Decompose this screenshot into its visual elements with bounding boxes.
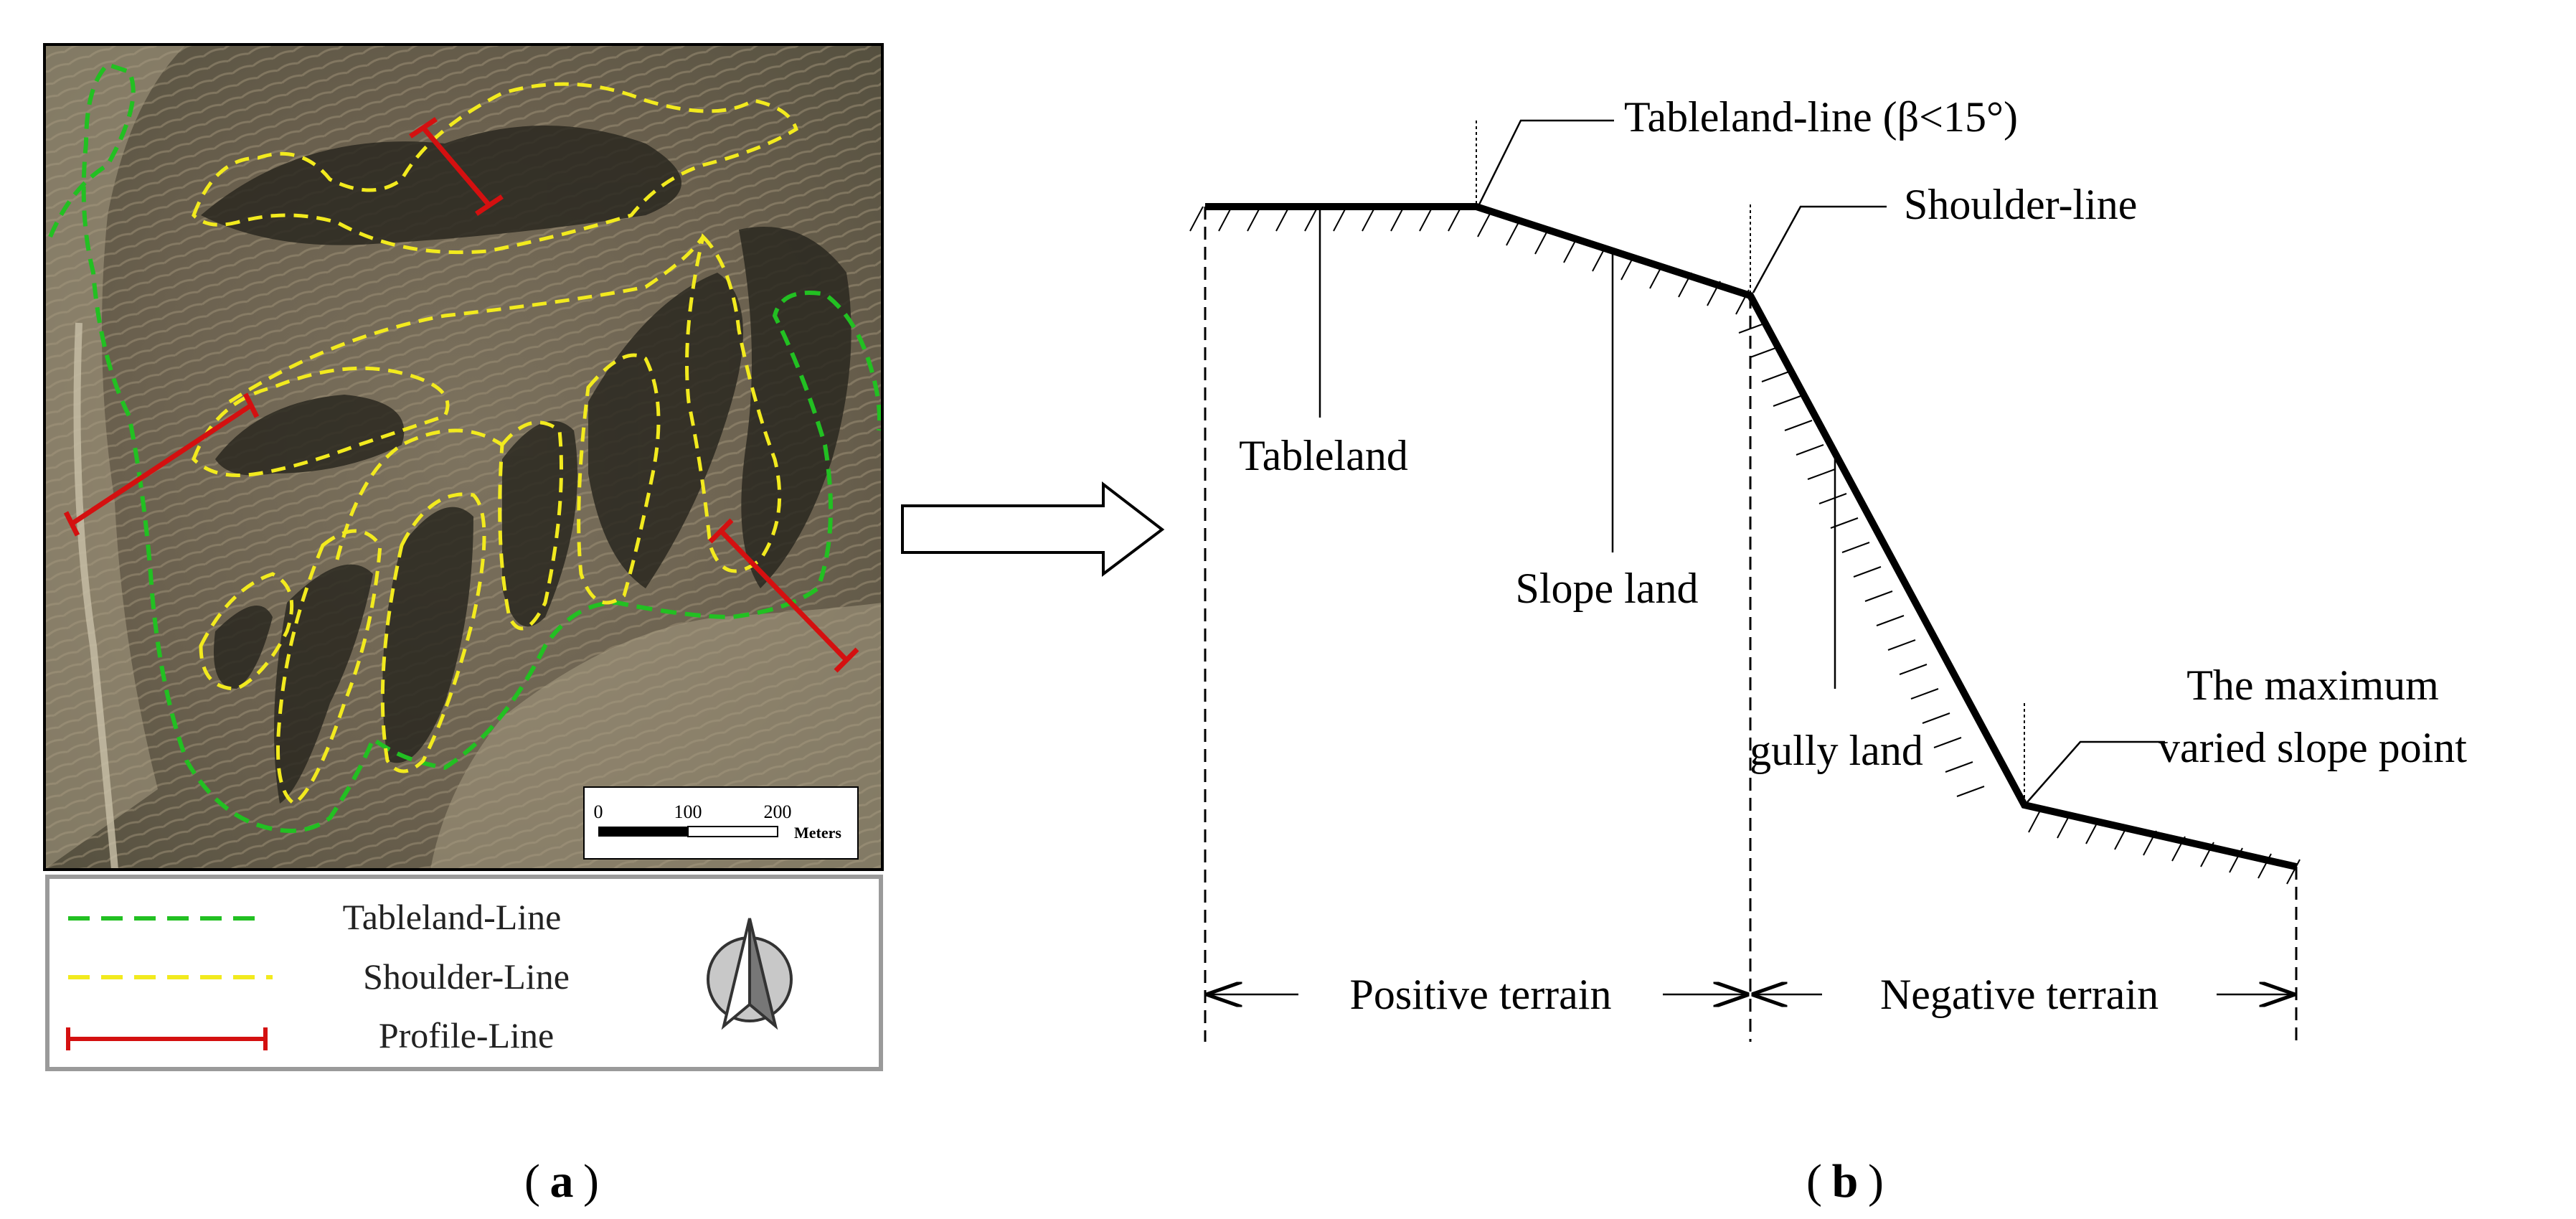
north-arrow-icon: [707, 918, 793, 1030]
label-tableland: Tableland: [1239, 432, 1408, 479]
caption-a: ( a ): [524, 1155, 599, 1208]
legend-label-shoulder: Shoulder-Line: [363, 956, 570, 997]
legend-swatch-profile: [66, 1027, 268, 1050]
svg-text:): ): [583, 1155, 599, 1208]
label-negative-terrain: Negative terrain: [1880, 971, 2159, 1018]
ground-hatching: [1189, 206, 2301, 885]
label-max-slope-line1: The maximum: [2186, 662, 2439, 709]
label-slope-land: Slope land: [1516, 565, 1699, 612]
caption-a-letter: a: [550, 1155, 574, 1208]
legend-label-tableland: Tableland-Line: [343, 897, 562, 937]
legend-label-profile: Profile-Line: [379, 1015, 554, 1055]
scale-tick-200: 200: [764, 801, 792, 822]
map-legend: Tableland-Line Shoulder-Line Profile-Lin…: [45, 875, 883, 1071]
caption-b-letter: b: [1832, 1155, 1859, 1208]
tableland-line-leader: [1478, 119, 1614, 205]
scale-tick-100: 100: [674, 801, 702, 822]
scale-tick-0: 0: [594, 801, 603, 822]
label-tableland-line: Tableland-line (β<15°): [1624, 93, 2018, 141]
label-shoulder-line: Shoulder-line: [1904, 181, 2137, 228]
map-frame: [43, 43, 884, 871]
caption-b: ( b ): [1806, 1155, 1884, 1208]
panel-b: Tableland-line (β<15°) Shoulder-line Tab…: [1189, 93, 2467, 1208]
label-positive-terrain: Positive terrain: [1350, 971, 1612, 1018]
svg-text:): ): [1868, 1155, 1884, 1208]
label-max-slope-line2: varied slope point: [2159, 724, 2467, 771]
shoulder-line-leader: [1752, 205, 1887, 293]
scale-unit: Meters: [794, 824, 841, 842]
panel-a: 0 100 200 Meters Tableland-Line Shoulder…: [43, 43, 884, 1208]
max-slope-leader: [2027, 740, 2165, 803]
label-gully-land: gully land: [1750, 727, 1923, 774]
transition-arrow-icon: [901, 481, 1165, 578]
svg-text:(: (: [524, 1155, 540, 1208]
scale-bar: 0 100 200 Meters: [583, 786, 859, 860]
svg-text:(: (: [1806, 1155, 1822, 1208]
satellite-map: 0 100 200 Meters: [44, 44, 882, 870]
